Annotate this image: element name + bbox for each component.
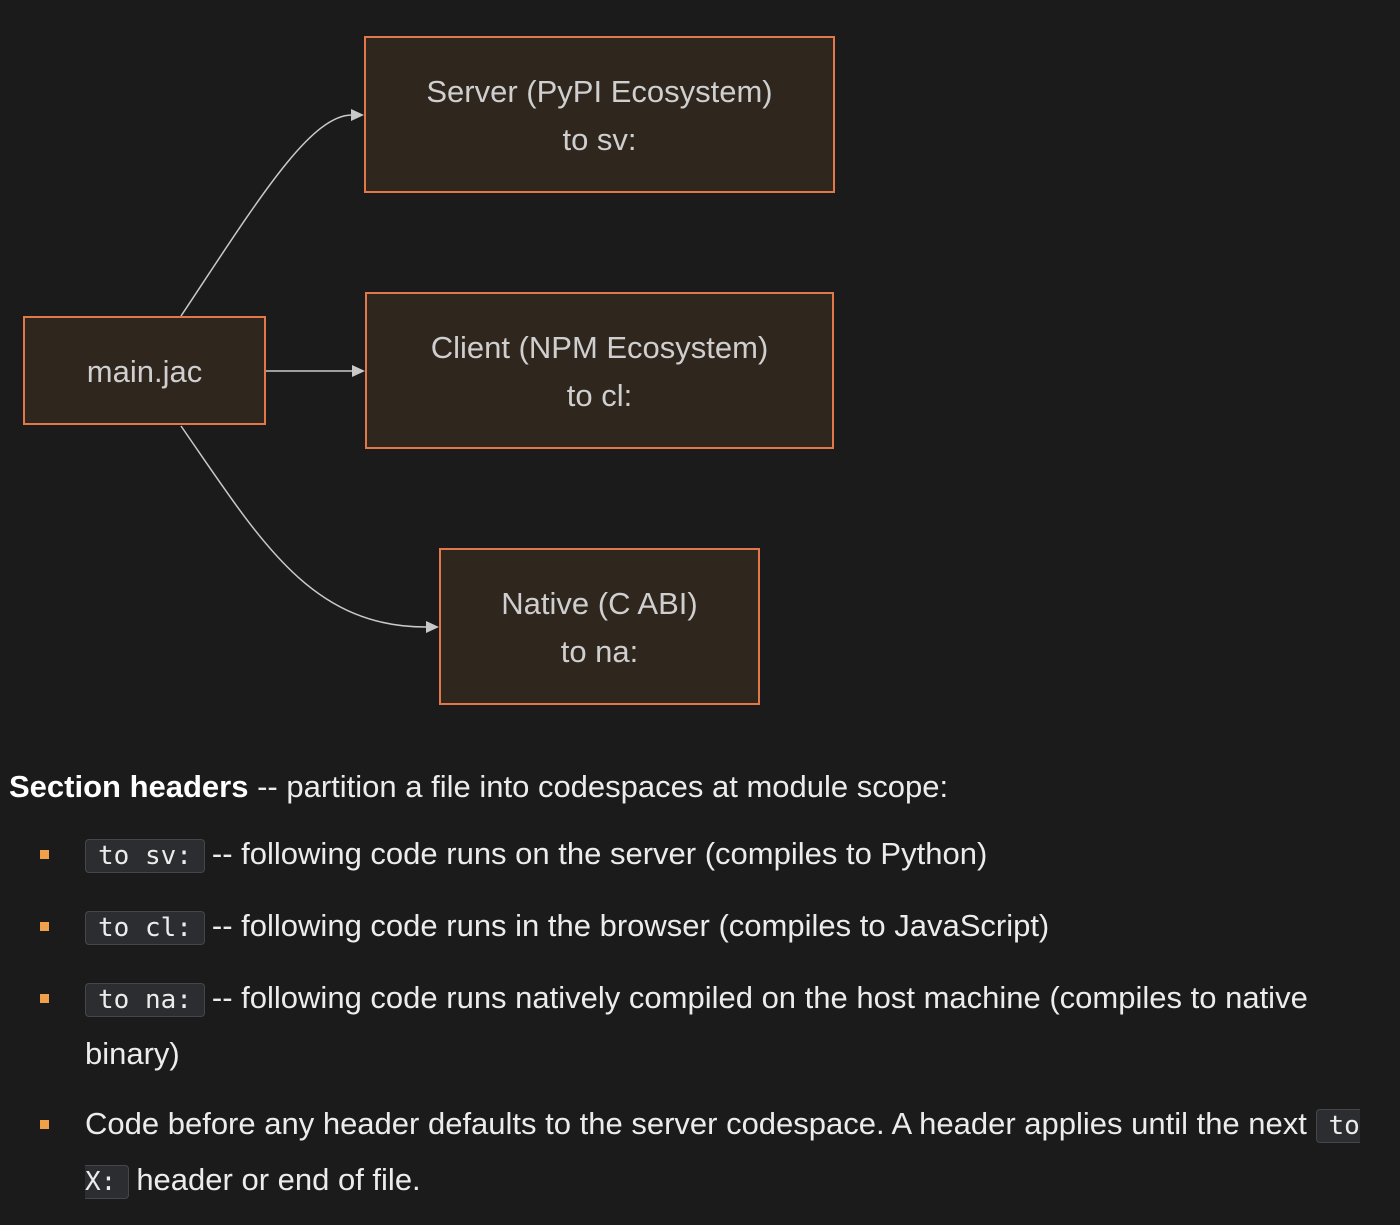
arrowhead-server (351, 109, 364, 121)
list-item-text: -- following code runs natively compiled… (85, 980, 1308, 1071)
node-client-subtitle: to cl: (567, 378, 632, 413)
node-client-title: Client (NPM Ecosystem) (431, 330, 769, 365)
node-native-title: Native (C ABI) (501, 586, 697, 621)
list-item-sv: to sv:-- following code runs on the serv… (9, 827, 1394, 883)
code-to-cl: to cl: (85, 911, 205, 945)
arrowhead-client (352, 365, 365, 377)
list-item-text: -- following code runs in the browser (c… (211, 908, 1050, 943)
intro-rest: -- partition a file into codespaces at m… (248, 769, 949, 804)
bullet-icon (40, 994, 49, 1003)
node-client: Client (NPM Ecosystem) to cl: (365, 292, 834, 449)
edge-main-to-server (180, 114, 353, 317)
list-item-na: to na:-- following code runs natively co… (9, 971, 1394, 1081)
node-server: Server (PyPI Ecosystem) to sv: (364, 36, 835, 193)
node-native-subtitle: to na: (561, 634, 639, 669)
list-item-text-after: header or end of file. (136, 1162, 421, 1197)
intro-paragraph: Section headers -- partition a file into… (9, 760, 1394, 814)
code-to-sv: to sv: (85, 839, 205, 873)
header-list: to sv:-- following code runs on the serv… (9, 827, 1394, 1209)
list-item-cl: to cl:-- following code runs in the brow… (9, 899, 1394, 955)
node-native: Native (C ABI) to na: (439, 548, 760, 705)
code-to-na: to na: (85, 983, 205, 1017)
edge-main-to-native (180, 425, 427, 628)
arrowhead-native (426, 621, 439, 633)
intro-bold: Section headers (9, 769, 249, 804)
list-item-text-before: Code before any header defaults to the s… (85, 1106, 1316, 1141)
list-item-text: -- following code runs on the server (co… (211, 836, 988, 871)
section-headers-text: Section headers -- partition a file into… (9, 760, 1394, 1225)
node-main-jac: main.jac (23, 316, 266, 425)
codespace-diagram: main.jac Server (PyPI Ecosystem) to sv: … (23, 36, 835, 705)
list-item-default: Code before any header defaults to the s… (9, 1097, 1394, 1209)
node-server-subtitle: to sv: (562, 122, 636, 157)
bullet-icon (40, 922, 49, 931)
node-server-title: Server (PyPI Ecosystem) (426, 74, 772, 109)
bullet-icon (40, 850, 49, 859)
node-main-jac-label: main.jac (87, 354, 202, 389)
bullet-icon (40, 1120, 49, 1129)
